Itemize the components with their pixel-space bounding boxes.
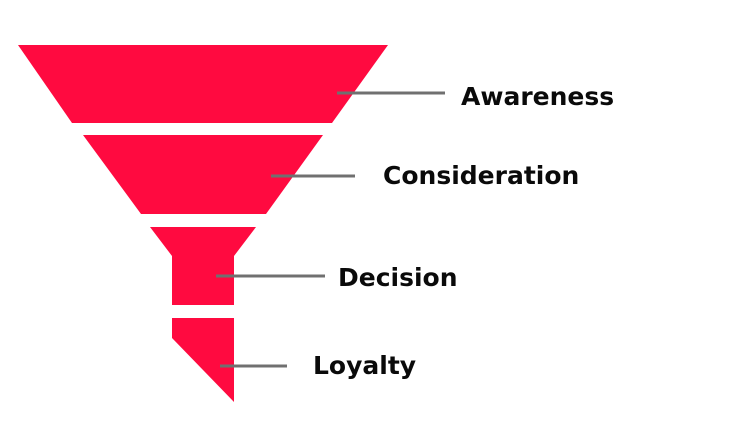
stage-label-decision: Decision — [338, 263, 458, 292]
funnel-segment-loyalty — [172, 318, 234, 402]
funnel-segment-decision — [150, 227, 256, 305]
funnel-segment-consideration — [83, 135, 323, 214]
funnel-segment-awareness — [18, 45, 388, 123]
stage-label-consideration: Consideration — [383, 161, 580, 190]
stage-label-awareness: Awareness — [461, 82, 615, 111]
stage-label-loyalty: Loyalty — [313, 351, 417, 380]
